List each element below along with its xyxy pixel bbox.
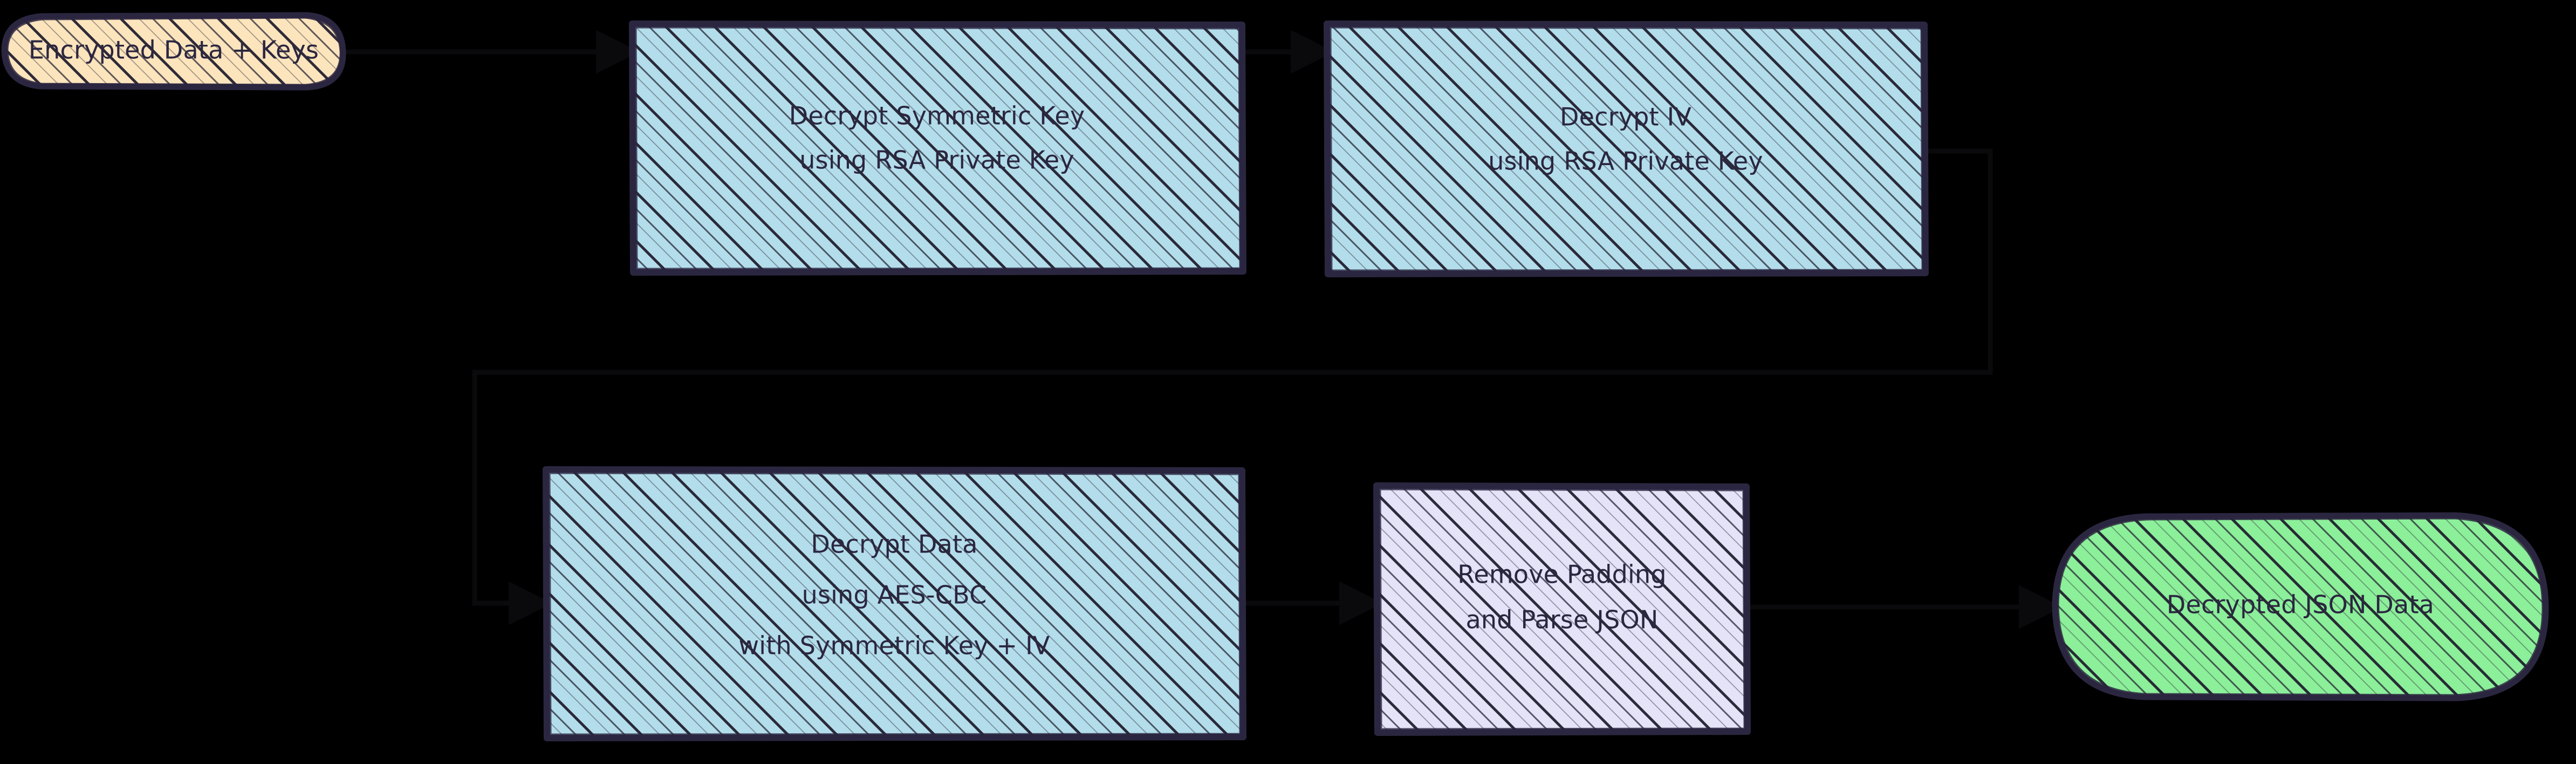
node-decrypt-iv-shape	[1324, 21, 1929, 277]
node-decrypt-symmetric-key-label-line-1: using RSA Private Key	[799, 146, 1074, 175]
node-remove-padding-shape	[1373, 482, 1751, 736]
node-decrypt-data-label-line-1: using AES-CBC	[802, 581, 987, 610]
node-start-label-line-0: Encrypted Data + Keys	[29, 36, 319, 65]
node-start-shape-overstroke	[4, 15, 344, 88]
node-decrypt-iv-label-line-0: Decrypt IV	[1560, 103, 1691, 132]
node-decrypt-symmetric-key[interactable]: Decrypt Symmetric Key using RSA Private …	[629, 21, 1246, 276]
node-decrypt-iv-label-line-1: using RSA Private Key	[1488, 147, 1763, 176]
node-end-label-line-0: Decrypted JSON Data	[2167, 590, 2434, 619]
node-decrypt-data[interactable]: Decrypt Data using AES-CBC with Symmetri…	[543, 466, 1246, 741]
nodes-layer: Encrypted Data + Keys Decrypt Symmetric …	[1, 12, 2549, 741]
node-remove-padding[interactable]: Remove Padding and Parse JSON	[1373, 482, 1751, 736]
node-remove-padding-label-line-0: Remove Padding	[1457, 560, 1667, 589]
node-decrypt-symmetric-key-overstroke	[633, 24, 1243, 272]
node-end[interactable]: Decrypted JSON Data	[2052, 512, 2549, 701]
node-decrypt-data-overstroke	[546, 470, 1243, 738]
node-end-overstroke	[2055, 515, 2546, 698]
node-decrypt-data-shape	[543, 466, 1246, 741]
node-remove-padding-overstroke	[1377, 486, 1748, 732]
edge-decrypt-iv-to-decrypt-data	[472, 148, 1993, 625]
node-remove-padding-label-line-1: and Parse JSON	[1465, 605, 1658, 635]
node-end-shape	[2052, 512, 2549, 701]
node-decrypt-data-label-line-0: Decrypt Data	[811, 530, 977, 559]
node-decrypt-symmetric-key-shape	[629, 21, 1246, 276]
node-decrypt-iv[interactable]: Decrypt IV using RSA Private Key	[1324, 21, 1929, 277]
node-start[interactable]: Encrypted Data + Keys	[1, 12, 346, 91]
edges-layer	[345, 30, 2063, 629]
node-decrypt-data-label-line-2: with Symmetric Key + IV	[738, 631, 1050, 660]
node-decrypt-iv-overstroke	[1327, 24, 1926, 274]
node-decrypt-symmetric-key-label-line-0: Decrypt Symmetric Key	[789, 101, 1085, 131]
